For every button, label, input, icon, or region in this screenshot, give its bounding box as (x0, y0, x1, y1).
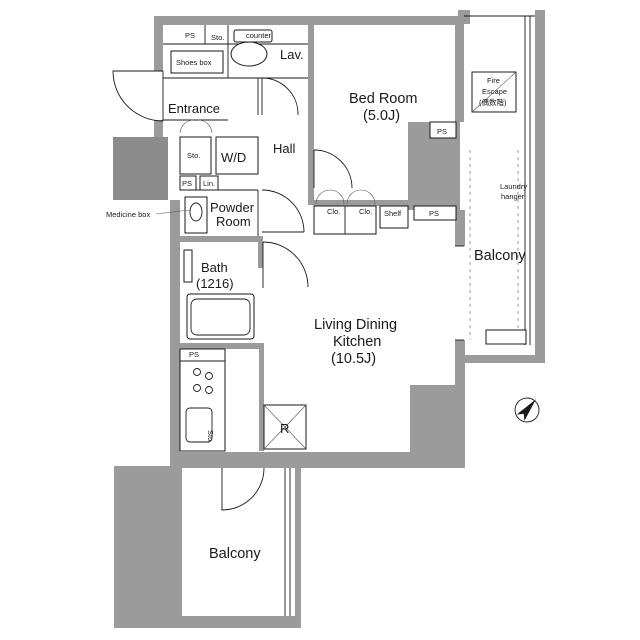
sto-entrance-label: Sto. (187, 151, 200, 160)
sto-top-label: Sto. (211, 33, 224, 42)
stove-icon (193, 368, 213, 394)
ps-top-label: PS (185, 31, 195, 40)
hall-label: Hall (273, 141, 296, 156)
sto-kitchen-label: Sto. (206, 430, 215, 443)
powder-label-2: Room (216, 214, 251, 229)
ldk-label-2: Kitchen (333, 334, 381, 350)
counter-label: counter (246, 31, 272, 40)
ldk-size: (10.5J) (331, 351, 376, 367)
ps-left-label: PS (182, 179, 192, 188)
laundry-label-1: Laundry (500, 182, 527, 191)
balcony-bottom-label: Balcony (209, 546, 261, 562)
refrigerator (263, 404, 307, 450)
labels: PS Sto. counter Shoes box Lav. Entrance … (106, 31, 527, 562)
entrance-label: Entrance (168, 101, 220, 116)
laundry-label-2: hanger (501, 192, 525, 201)
ps-kitchen-label: PS (189, 350, 199, 359)
bath-size: (1216) (196, 276, 234, 291)
shoes-box-label: Shoes box (176, 58, 212, 67)
clo-label-1: Clo. (327, 207, 340, 216)
ps-bedroom-label: PS (437, 127, 447, 136)
wd-label: W/D (221, 150, 246, 165)
fire-escape-1: Fire (487, 76, 500, 85)
lin-label: Lin. (203, 179, 215, 188)
toilet-icon (230, 29, 273, 67)
ldk-label-1: Living Dining (314, 317, 397, 333)
sink-icon (185, 407, 213, 443)
fire-escape-3: (偶数階) (479, 97, 507, 107)
medicine-box-label: Medicine box (106, 210, 150, 219)
bathtub-icon (186, 293, 255, 340)
balcony-right-label: Balcony (474, 248, 526, 264)
ps-shelf-label: PS (429, 209, 439, 218)
north-arrow-icon (514, 397, 540, 423)
bath-label: Bath (201, 260, 228, 275)
bedroom-label: Bed Room (349, 91, 418, 107)
shelf-label: Shelf (384, 209, 402, 218)
fixtures (112, 15, 535, 616)
bedroom-size: (5.0J) (363, 108, 400, 124)
lav-label: Lav. (280, 47, 304, 62)
fire-escape-2: Escape (482, 87, 507, 96)
clo-label-2: Clo. (359, 207, 372, 216)
washbasin-icon (184, 196, 208, 234)
powder-label-1: Powder (210, 200, 255, 215)
refrigerator-label: R (280, 421, 289, 436)
fire-escape-hatch (471, 71, 517, 113)
